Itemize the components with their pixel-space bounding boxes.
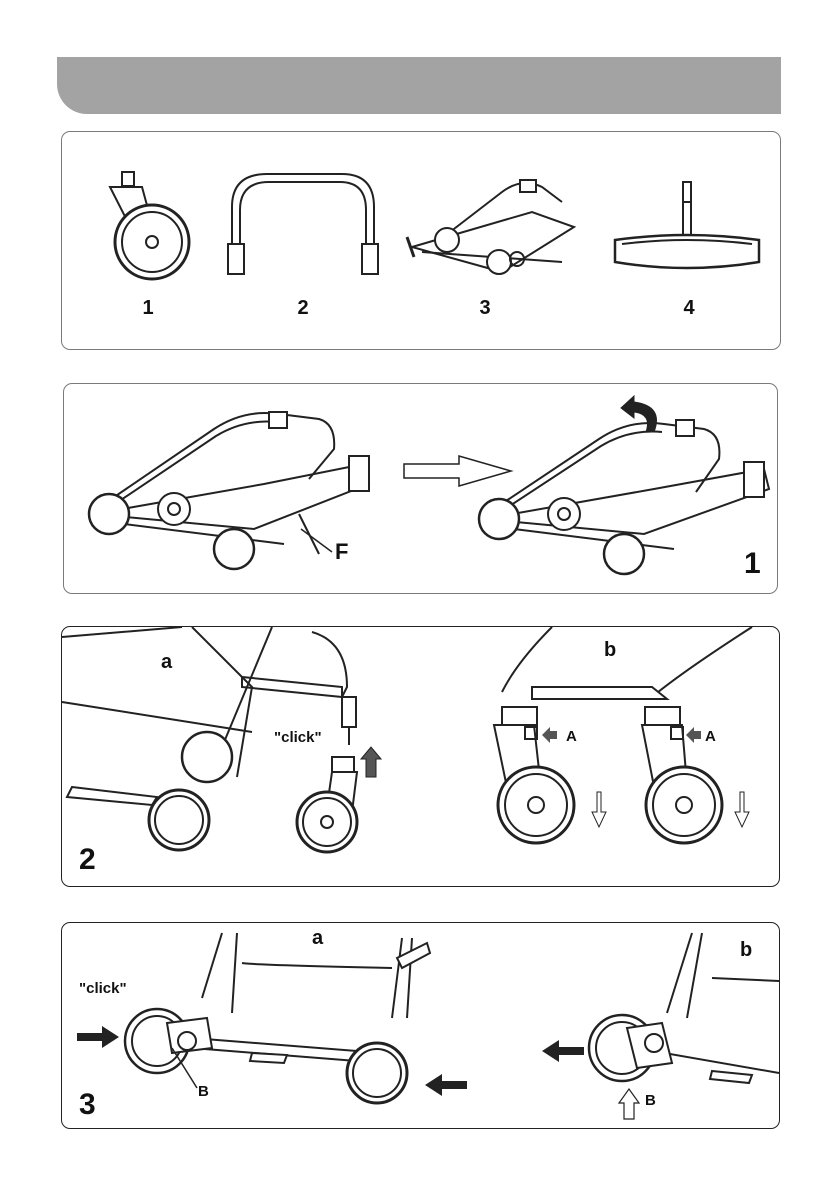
part-number-1: 1 — [133, 297, 163, 320]
parts-illustrations — [62, 132, 780, 349]
step-2-number: 2 — [79, 845, 96, 875]
parts-panel: 1 2 3 4 — [61, 131, 781, 350]
step-2-sub-a: a — [161, 652, 172, 672]
step-3-click-label: "click" — [79, 981, 127, 996]
callout-a1-label: A — [566, 729, 577, 744]
up-arrow-icon — [361, 747, 381, 777]
down-arrow-icon-2 — [735, 792, 749, 827]
step-1-panel: F 1 — [63, 383, 778, 594]
step-3-illustration — [62, 923, 779, 1128]
step-1-illustration — [64, 384, 777, 593]
step-3-number: 3 — [79, 1090, 96, 1120]
step-3-sub-b: b — [740, 940, 752, 960]
right-arrow-icon-1 — [77, 1026, 119, 1048]
down-arrow-icon-1 — [592, 792, 606, 827]
callout-a2-label: A — [705, 729, 716, 744]
part-number-4: 4 — [674, 297, 704, 320]
step-2-click-label: "click" — [274, 730, 322, 745]
left-arrow-icon-a2 — [686, 727, 701, 743]
rear-wheel-icon — [615, 182, 759, 268]
folded-stroller-after-icon — [479, 420, 769, 574]
folded-frame-icon — [407, 180, 574, 274]
callout-f-label: F — [335, 541, 348, 563]
front-wheel-icon — [110, 172, 189, 279]
step-3-sub-a: a — [312, 928, 323, 948]
step-1-number: 1 — [744, 549, 761, 579]
part-number-3: 3 — [470, 297, 500, 320]
rear-wheel-install-icon — [125, 933, 779, 1103]
folded-stroller-before-icon — [89, 412, 369, 569]
callout-b1-label: B — [198, 1084, 209, 1099]
left-arrow-icon-a1 — [542, 727, 557, 743]
left-arrow-icon-2 — [542, 1040, 584, 1062]
left-arrow-icon-1 — [425, 1074, 467, 1096]
transition-arrow-icon — [404, 456, 511, 486]
up-arrow-icon-b — [619, 1089, 639, 1119]
step-2-panel: a b "click" A A 2 — [61, 626, 780, 887]
section-header-bar — [57, 57, 781, 114]
step-3-panel: a b "click" B B 3 — [61, 922, 780, 1129]
part-number-2: 2 — [288, 297, 318, 320]
callout-b2-label: B — [645, 1093, 656, 1108]
step-2-sub-b: b — [604, 640, 616, 660]
bumper-bar-icon — [228, 174, 378, 274]
